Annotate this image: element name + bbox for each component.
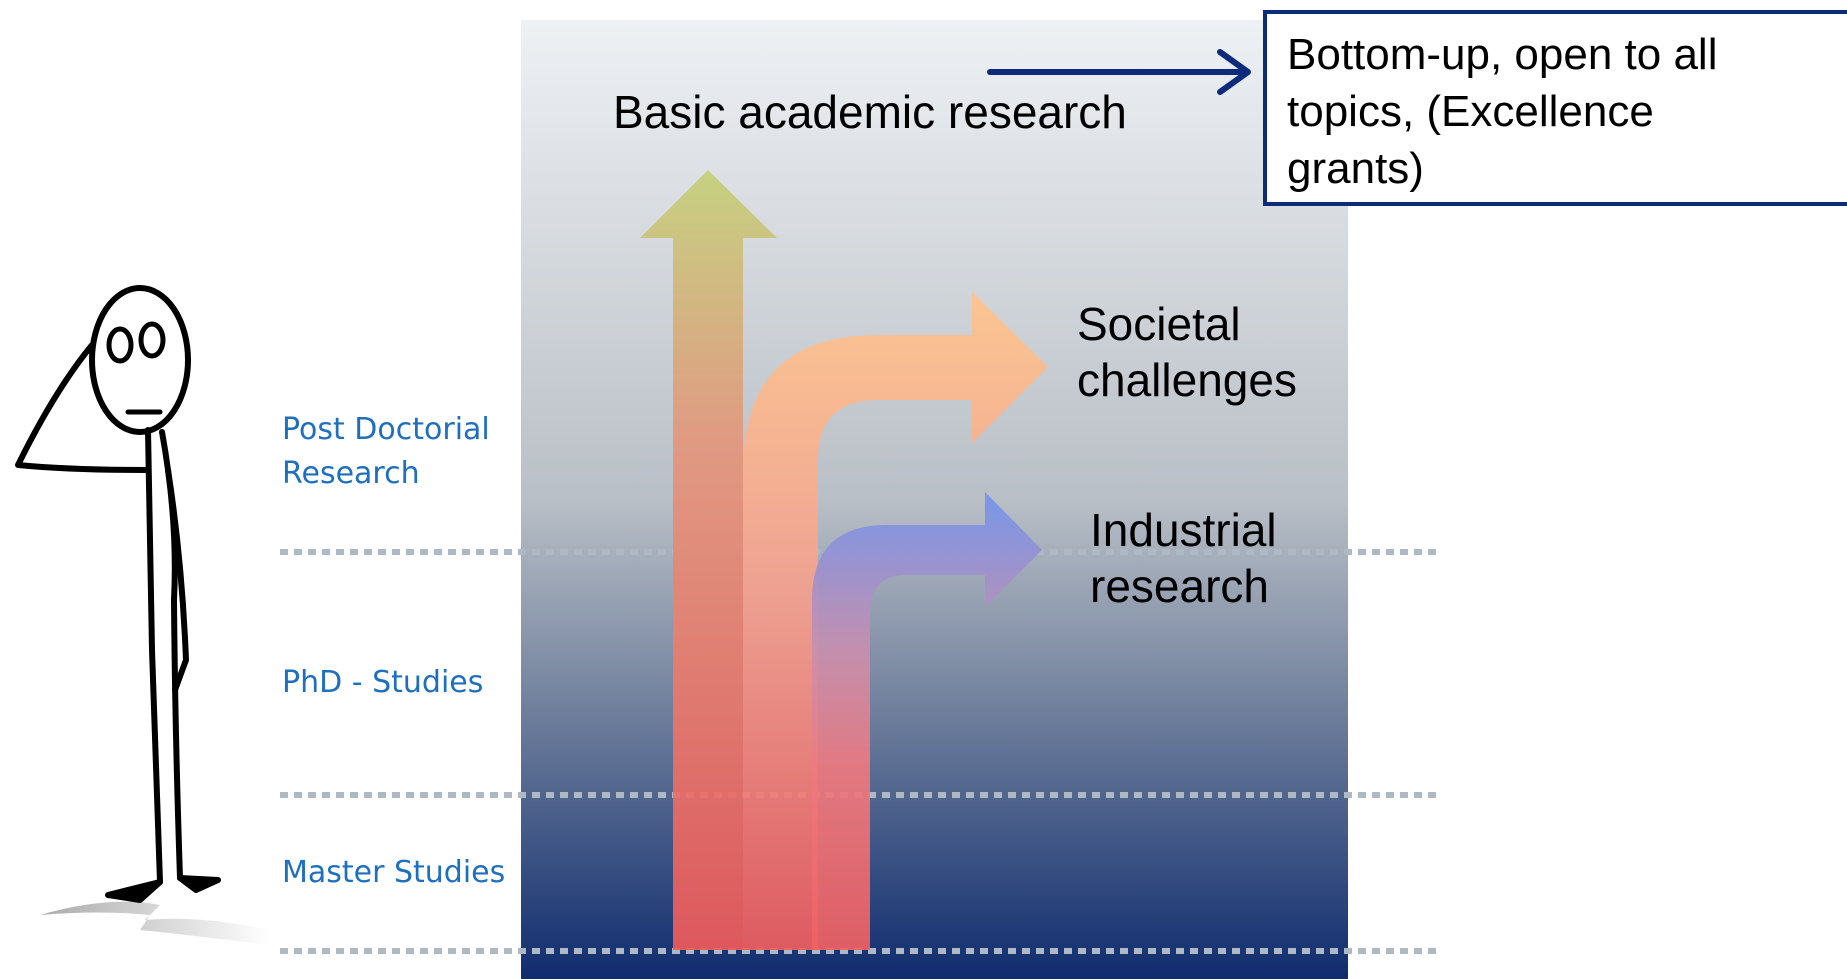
background-panel [521, 20, 1348, 979]
industrial-research-arrow [812, 492, 1042, 950]
societal-challenges-label: Societal challenges [1077, 296, 1297, 408]
stage-label-phd-line1: PhD - Studies [282, 665, 484, 700]
societal-label-line2: challenges [1077, 354, 1297, 406]
callout-line2: topics, (Excellence [1287, 87, 1654, 136]
callout-line3: grants) [1287, 144, 1424, 193]
basic-research-label: Basic academic research [613, 86, 1127, 138]
excellence-grants-callout: Bottom-up, open to all topics, (Excellen… [1263, 10, 1847, 206]
societal-challenges-arrow [743, 292, 1048, 950]
basic-research-arrow [640, 170, 777, 950]
stage-label-postdoc-line1: Post Doctorial [282, 412, 490, 447]
stage-label-postdoc-line2: Research [282, 456, 420, 491]
figure-shadow [40, 901, 270, 945]
societal-label-line1: Societal [1077, 298, 1241, 350]
stage-label-postdoc: Post Doctorial Research [282, 408, 490, 496]
industrial-label-line1: Industrial [1090, 504, 1277, 556]
industrial-label-line2: research [1090, 560, 1269, 612]
stage-label-phd: PhD - Studies [282, 661, 483, 705]
stage-label-master-line1: Master Studies [282, 855, 506, 890]
stick-figure-icon [15, 285, 270, 945]
right-arrow-icon [987, 49, 1251, 95]
stage-label-master: Master Studies [282, 851, 505, 895]
callout-line1: Bottom-up, open to all [1287, 30, 1718, 79]
industrial-research-label: Industrial research [1090, 502, 1277, 614]
